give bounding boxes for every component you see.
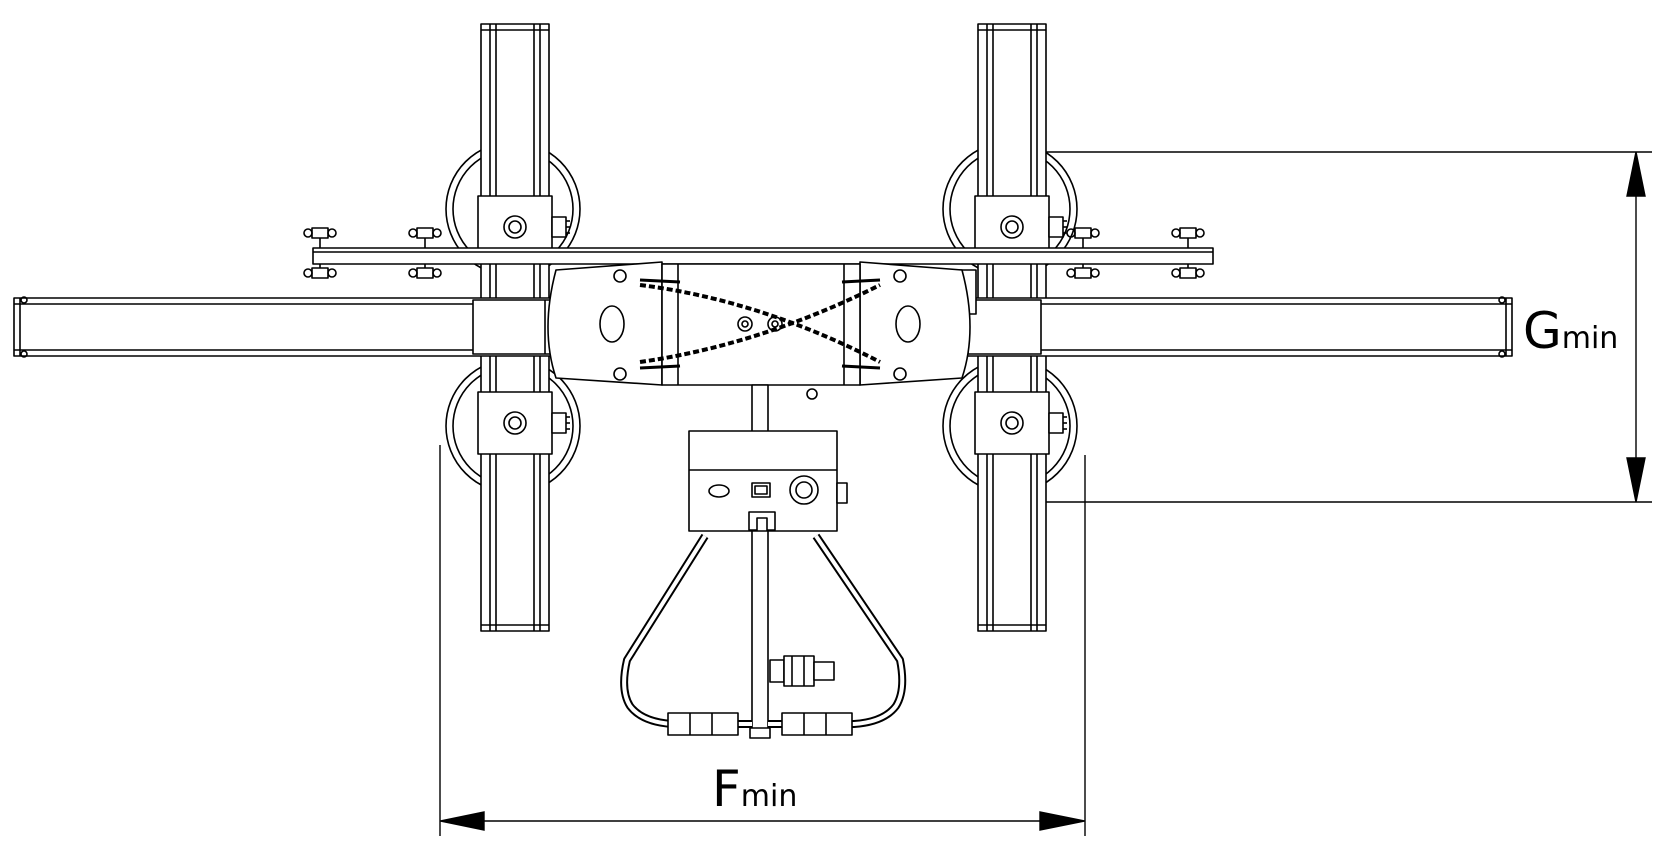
dimension-f-subscript: min	[741, 779, 798, 814]
dimension-f-label: Fmin	[712, 760, 797, 818]
thumb-screw-set	[304, 228, 1204, 278]
support-post	[752, 385, 768, 432]
dimension-f	[440, 445, 1085, 836]
dimension-g-subscript: min	[1562, 321, 1619, 356]
dimension-g-label: Gmin	[1523, 302, 1618, 360]
slider-block-bottom-left	[478, 392, 570, 454]
cross-chains	[640, 280, 880, 368]
dimension-f-letter: F	[712, 760, 741, 818]
central-housing	[548, 262, 970, 399]
handle-frame	[624, 531, 902, 738]
dimension-g	[1046, 152, 1652, 502]
dimension-g-letter: G	[1523, 302, 1562, 360]
upper-crossbar	[313, 248, 1213, 264]
slider-block-bottom-right	[975, 392, 1067, 454]
control-box	[689, 431, 847, 542]
pneumatic-connector	[770, 656, 834, 686]
